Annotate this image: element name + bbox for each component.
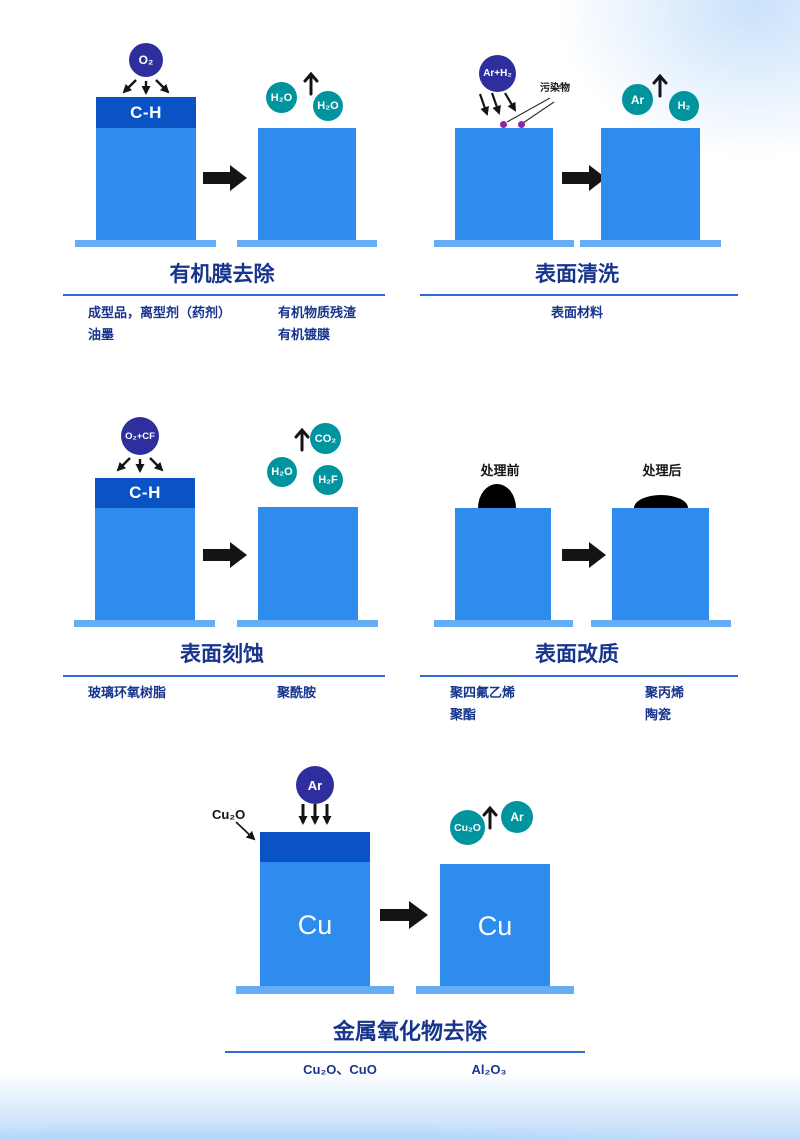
panel-title: 金属氧化物去除: [332, 1019, 487, 1044]
contaminant-dot: [518, 121, 525, 128]
copper-block-after: Cu: [440, 864, 550, 988]
example-label: Cu₂O、CuO: [303, 1062, 377, 1077]
title-divider: [63, 294, 385, 296]
substrate-before: [455, 128, 553, 242]
gas-molecule-circle: Ar+H₂: [479, 55, 516, 92]
background-gradient-bottom: [0, 1072, 800, 1139]
emission-bubble: Ar: [622, 84, 653, 115]
title-divider: [63, 675, 385, 677]
plasma-down-arrows-icon: [298, 804, 332, 825]
plasma-down-arrows-icon: [116, 457, 164, 473]
example-label: 玻璃环氧树脂: [88, 685, 167, 700]
example-label: 聚四氟乙烯: [450, 685, 516, 700]
process-arrow-icon: [203, 542, 247, 568]
up-arrow-icon: [294, 427, 310, 452]
contaminant-pointer-lines: [506, 97, 555, 124]
panel-title: 表面刻蚀: [180, 643, 264, 666]
organic-film-layer: C-H: [95, 478, 195, 508]
substrate-base: [434, 620, 573, 627]
substrate-before: [95, 508, 195, 622]
substrate-after: [258, 128, 356, 242]
substrate-base: [580, 240, 721, 247]
example-label: 有机物质残渣: [278, 305, 357, 320]
gas-molecule-circle: O₂: [129, 43, 163, 77]
substrate-base: [75, 240, 216, 247]
substrate-base: [591, 620, 731, 627]
pointer-arrow-icon: [235, 821, 256, 841]
emission-bubble: H₂O: [313, 91, 343, 121]
process-arrow-icon: [562, 542, 606, 568]
panel-title: 表面清洗: [535, 263, 619, 286]
process-arrow-icon: [203, 165, 247, 191]
emission-bubble: H₂F: [313, 465, 343, 495]
example-label: 陶瓷: [645, 707, 672, 722]
title-divider: [420, 294, 738, 296]
example-label: Al₂O₃: [471, 1062, 507, 1077]
process-arrow-icon: [380, 901, 428, 929]
emission-bubble: Cu₂O: [450, 810, 485, 845]
droplet-after: [634, 495, 688, 508]
substrate-base: [237, 620, 378, 627]
substrate-after: [258, 507, 358, 622]
substrate-base: [237, 240, 377, 247]
example-label: 有机镀膜: [278, 327, 331, 342]
emission-bubble: H₂O: [267, 457, 297, 487]
emission-bubble: Ar: [501, 801, 533, 833]
substrate-before: [455, 508, 551, 622]
plasma-down-arrows-icon: [122, 79, 170, 95]
example-label: 油墨: [88, 327, 115, 342]
substrate-before: [96, 128, 196, 242]
example-label: 成型品，离型剂（药剂）: [88, 305, 232, 320]
oxide-layer: [260, 832, 370, 862]
title-divider: [225, 1051, 585, 1053]
droplet-before: [478, 484, 516, 508]
substrate-base: [236, 986, 394, 994]
oxide-layer-label: Cu₂O: [212, 807, 246, 822]
example-label: 聚酯: [450, 707, 477, 722]
substrate-base: [416, 986, 574, 994]
plasma-down-arrows-icon: [478, 92, 517, 116]
title-divider: [420, 675, 738, 677]
substrate-after: [612, 508, 709, 622]
up-arrow-icon: [482, 805, 498, 830]
panel-title: 表面改质: [535, 643, 619, 666]
after-label: 处理后: [642, 463, 682, 478]
emission-bubble: H₂: [669, 91, 699, 121]
before-label: 处理前: [480, 463, 520, 478]
example-label: 聚丙烯: [645, 685, 685, 700]
example-label: 表面材料: [550, 305, 603, 320]
up-arrow-icon: [652, 73, 668, 98]
emission-bubble: H₂O: [266, 82, 297, 113]
contaminant-dot: [500, 121, 507, 128]
substrate-after: [601, 128, 700, 242]
process-arrow-icon: [562, 165, 606, 191]
gas-molecule-circle: Ar: [296, 766, 334, 804]
emission-bubble: CO₂: [310, 423, 341, 454]
organic-film-layer: C-H: [96, 97, 196, 128]
up-arrow-icon: [303, 71, 319, 96]
panel-title: 有机膜去除: [169, 263, 275, 286]
substrate-base: [434, 240, 574, 247]
contaminant-label: 污染物: [540, 83, 570, 94]
copper-block-before: Cu: [260, 862, 370, 988]
gas-molecule-circle: O₂+CF: [121, 417, 159, 455]
example-label: 聚酰胺: [277, 685, 317, 700]
substrate-base: [74, 620, 215, 627]
